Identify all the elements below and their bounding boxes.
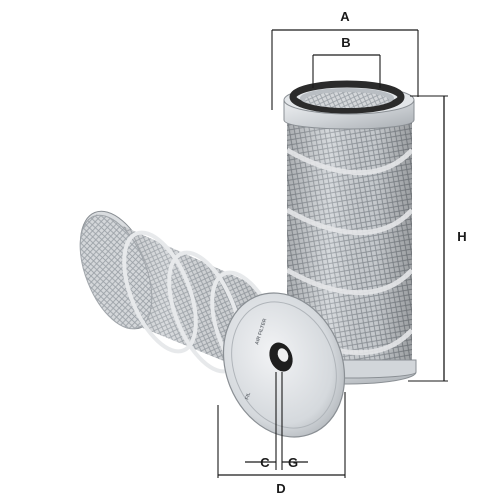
label-h: H <box>457 229 466 244</box>
label-c: C <box>260 455 270 470</box>
upright-gasket <box>289 80 405 114</box>
dimension-a: A <box>271 9 419 110</box>
label-g: G <box>288 455 298 470</box>
dimension-d: D <box>217 392 346 496</box>
label-b: B <box>341 35 350 50</box>
tilted-filter: AIR FILTER FIL <box>79 210 346 438</box>
dimension-c-g: C G <box>245 372 308 470</box>
dimension-b: B <box>312 35 381 88</box>
label-a: A <box>340 9 350 24</box>
label-d: D <box>276 481 285 496</box>
dimension-h: H <box>408 95 467 382</box>
end-cap-badge: FIL <box>244 392 252 401</box>
